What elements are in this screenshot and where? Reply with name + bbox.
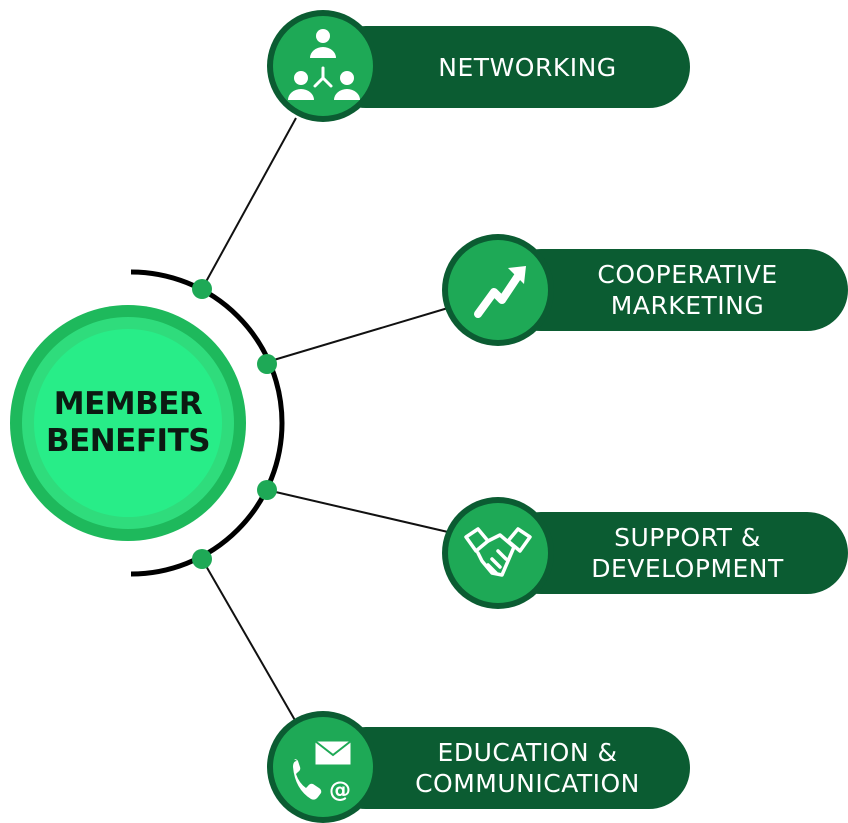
connector-dot-4 — [192, 549, 212, 569]
badge-fill — [273, 717, 373, 817]
center-hub: MEMBER BENEFITS — [10, 305, 246, 541]
badge-fill — [448, 240, 548, 340]
benefit-networking-label: NETWORKING — [385, 26, 670, 108]
center-hub-ring — [22, 317, 234, 529]
phone-mail-icon: @ — [293, 740, 352, 803]
center-title-line2: BENEFITS — [45, 423, 211, 459]
center-title-line1: MEMBER — [53, 386, 203, 422]
growth-arrow-icon — [474, 266, 526, 318]
benefit-education-line1: EDUCATION & — [437, 738, 618, 767]
benefit-education-badge: @ — [267, 711, 379, 823]
benefit-marketing-line2: MARKETING — [610, 291, 765, 320]
benefit-marketing-pill — [500, 249, 848, 331]
benefit-support-line1: SUPPORT & — [614, 523, 761, 552]
benefit-support-label: SUPPORT & DEVELOPMENT — [560, 512, 815, 594]
connector-line-education — [201, 558, 297, 723]
benefit-support-pill — [500, 512, 848, 594]
svg-text:@: @ — [329, 778, 351, 803]
networking-people-icon — [288, 29, 360, 100]
connector-line-networking — [201, 117, 297, 290]
connector-dot-2 — [257, 354, 277, 374]
connector-line-support — [266, 489, 449, 533]
benefit-marketing-line1: COOPERATIVE — [597, 260, 778, 289]
center-hub-core — [34, 329, 222, 517]
benefit-marketing-badge — [442, 234, 554, 346]
center-title: MEMBER BENEFITS — [10, 305, 246, 541]
benefit-support-line2: DEVELOPMENT — [591, 554, 784, 583]
connector-dot-1 — [192, 279, 212, 299]
benefit-education-label: EDUCATION & COMMUNICATION — [385, 727, 670, 809]
benefit-networking-badge — [267, 10, 379, 122]
connector-dot-3 — [257, 480, 277, 500]
benefit-marketing-label: COOPERATIVE MARKETING — [560, 249, 815, 331]
connector-line-marketing — [266, 307, 449, 363]
benefit-education-pill — [325, 727, 690, 809]
benefit-networking-pill — [325, 26, 690, 108]
benefit-networking-line1: NETWORKING — [438, 52, 617, 82]
benefit-education-line2: COMMUNICATION — [415, 769, 640, 798]
handshake-icon — [464, 527, 532, 577]
benefit-support-badge — [442, 497, 554, 609]
